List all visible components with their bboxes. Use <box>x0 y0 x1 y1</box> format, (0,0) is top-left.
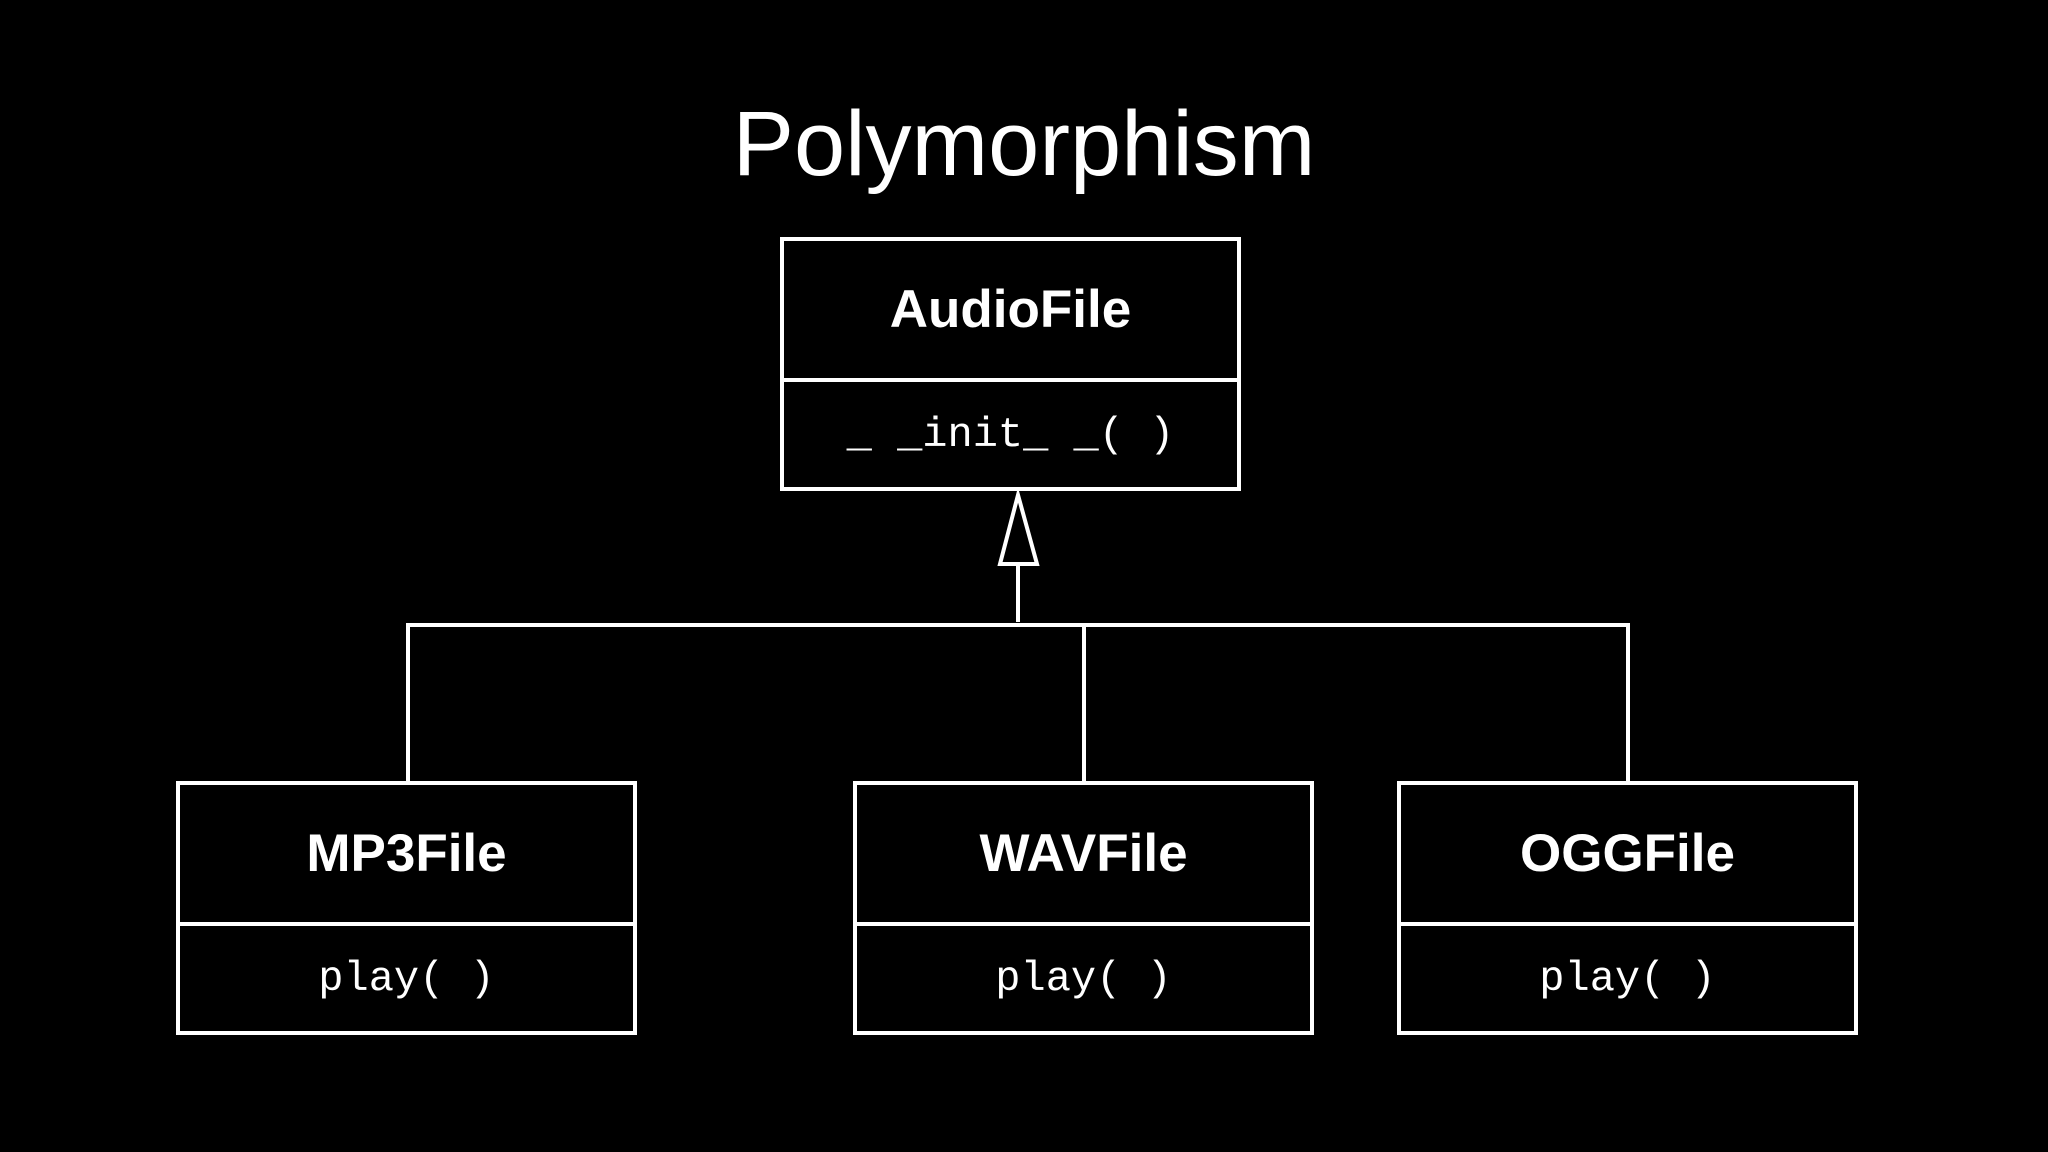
class-box-oggfile: OGGFile play( ) <box>1397 781 1858 1035</box>
inheritance-arrow-icon <box>997 487 1040 566</box>
class-method: play( ) <box>995 954 1172 1003</box>
class-box-wavfile: WAVFile play( ) <box>853 781 1314 1035</box>
diagram-title: Polymorphism <box>732 93 1316 195</box>
class-name: WAVFile <box>857 785 1310 926</box>
class-name: MP3File <box>180 785 633 926</box>
class-name: AudioFile <box>784 241 1237 382</box>
class-method: _ _init_ _( ) <box>846 410 1175 459</box>
class-method: play( ) <box>318 954 495 1003</box>
class-method: play( ) <box>1539 954 1716 1003</box>
class-name: OGGFile <box>1401 785 1854 926</box>
class-box-mp3file: MP3File play( ) <box>176 781 637 1035</box>
class-box-audiofile: AudioFile _ _init_ _( ) <box>780 237 1241 491</box>
